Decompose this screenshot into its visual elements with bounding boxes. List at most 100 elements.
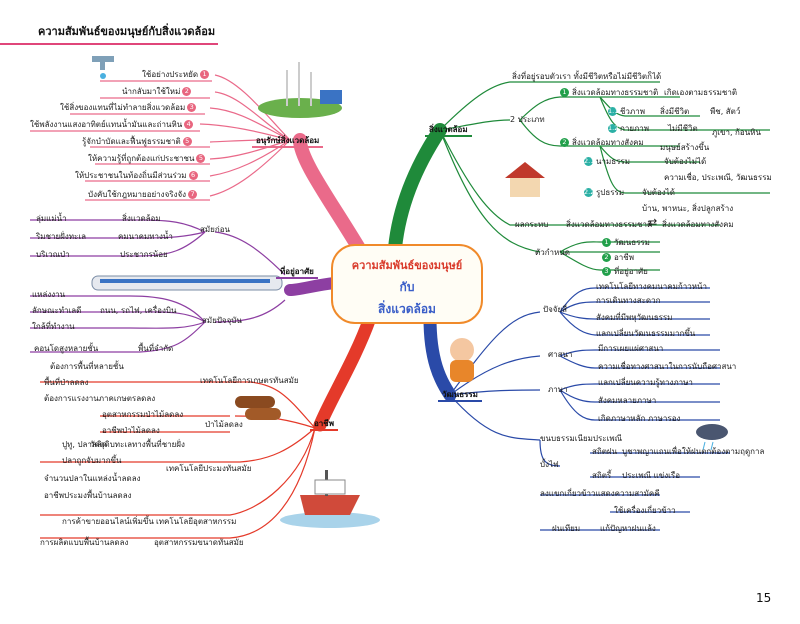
- housing-past-head-1: ลุ่มแม่น้ำ: [36, 214, 67, 223]
- occ-fish-sub: ปูทู, ปลาสลิด: [62, 440, 107, 449]
- housing-past-item-2: คมนาคมทางน้ำ: [118, 232, 173, 241]
- cult-harvest-label: ลงแขกเกี่ยวข้าวแสดงความสามัคคี: [540, 489, 660, 498]
- occ-fish-item-1: วัตถุดิบทะเลทางพื้นที่ชายฝั่ง: [90, 440, 185, 449]
- conservation-item-5: รู้จักบำบัดและฟื้นฟูธรรมชาติ5: [82, 137, 192, 147]
- env-impact-to: สิ่งแวดล้อมทางสังคม: [662, 220, 734, 229]
- cult-harvest-desc: ใช้เครื่องเกี่ยวข้าว: [614, 506, 676, 515]
- housing-present-item-2: ใกล้ที่ทำงาน: [32, 322, 75, 331]
- env-soc-sub2-ex: บ้าน, พาหนะ, สิ่งปลูกสร้าง: [642, 204, 734, 213]
- branch-environment: สิ่งแวดล้อม: [425, 124, 472, 137]
- occ-fish-item-4: อาชีพประมงพื้นบ้านลดลง: [44, 491, 132, 500]
- occ-agri-item-1: ต้องการพื้นที่หลายชั้น: [50, 362, 124, 371]
- housing-present-more-label: พื้นที่จำกัด: [138, 344, 174, 353]
- occ-agri-item-3: ต้องการแรงงานภาคเกษตรลดลง: [44, 394, 156, 403]
- housing-past-item-3: ประชากรน้อย: [120, 250, 168, 259]
- occ-fish-item-3: จำนวนปลาในแหล่งน้ำลดลง: [44, 474, 141, 483]
- occ-fish-label: เทคโนโลยีประมงทันสมัย: [166, 464, 252, 473]
- branch-housing: ที่อยู่อาศัย: [276, 266, 318, 279]
- page-number: 15: [756, 591, 772, 605]
- occ-fish-item-2: ปลาถูกจับมากขึ้น: [62, 456, 122, 465]
- wind-solar-illustration: [258, 62, 342, 118]
- env-impact-label: ผลกระทบ: [515, 220, 549, 229]
- occ-ind-more: อุตสาหกรรมขนาดทันสมัย: [154, 538, 244, 547]
- env-types-label: 2 ประเภท: [510, 115, 545, 124]
- cult-dress-item-3: สังคมที่มีพหุวัฒนธรรม: [596, 313, 673, 322]
- env-nat-sub1-desc: สิ่งมีชีวิต: [660, 107, 690, 116]
- env-definition: สิ่งที่อยู่รอบตัวเรา ทั้งมีชีวิตหรือไม่ม…: [512, 72, 662, 81]
- storm-cloud-illustration: [696, 424, 728, 451]
- housing-present-more: คอนโดสูงหลายชั้น: [34, 344, 99, 353]
- env-soc-sub1-ex: ความเชื่อ, ประเพณี, วัฒนธรรม: [664, 173, 772, 182]
- housing-past-label: สมัยก่อน: [200, 225, 230, 234]
- branch-culture: วัฒนธรรม: [438, 389, 482, 402]
- cult-lang-item-2: สังคมหลายภาษา: [598, 396, 657, 405]
- train-illustration: [91, 275, 283, 291]
- occ-agri-label: เทคโนโลยีการเกษตรทันสมัย: [200, 376, 299, 385]
- cult-ceremony-label: บั้งไฟ: [540, 460, 559, 469]
- conservation-item-2: นำกลับมาใช้ใหม่2: [122, 87, 192, 97]
- cult-tradition-label: ขนบธรรมเนียมประเพณี: [540, 434, 623, 443]
- housing-present-mid: ถนน, รถไฟ, เครื่องบิน: [100, 306, 177, 315]
- env-nat-sub2-ex: ภูเขา, ก้อนหิน: [712, 128, 761, 137]
- cult-lang-label: ภาษา: [548, 385, 568, 394]
- cult-custom-desc: แก้ปัญหาฝนแล้ง: [600, 524, 656, 533]
- cult-custom-label: ฝนเทียม: [552, 524, 581, 533]
- env-soc-sub2-desc: จับต้องได้: [642, 188, 675, 197]
- fishing-boat-illustration: [280, 470, 380, 528]
- occ-forest-item-2: อาชีพป่าไม้ลดลง: [102, 426, 160, 435]
- housing-past-head-3: บริเวณป่า: [36, 250, 70, 259]
- central-topic-line3: สิ่งแวดล้อม: [378, 302, 436, 316]
- env-social-desc: มนุษย์สร้างขึ้น: [660, 143, 710, 152]
- cult-lang-item-1: แลกเปลี่ยนความรู้ทางภาษา: [598, 378, 693, 387]
- cult-dress-item-2: การเดินทางสะดวก: [596, 296, 661, 305]
- env-nat-sub1-ex: พืช, สัตว์: [710, 107, 741, 116]
- housing-present-head: แหล่งงาน: [32, 290, 66, 299]
- faucet-illustration: [92, 56, 114, 79]
- logs-illustration: [235, 396, 281, 420]
- central-topic-line1: ความสัมพันธ์ของมนุษย์: [351, 259, 463, 272]
- housing-present-label: สมัยปัจจุบัน: [202, 316, 242, 325]
- branch-conservation: อนุรักษ์สิ่งแวดล้อม: [252, 135, 324, 148]
- cult-lamp-desc: ประเพณี แข่งเรือ: [622, 471, 681, 480]
- occ-forest-label: ป่าไม้ลดลง: [205, 420, 243, 429]
- occ-ind-label: เทคโนโลยีอุตสาหกรรม: [156, 517, 237, 526]
- branch-occupation: อาชีพ: [310, 418, 338, 431]
- house-illustration: [505, 162, 545, 197]
- cult-religion-item-1: มีการเผยแผ่ศาสนา: [598, 344, 664, 353]
- occ-ind-item-2: การผลิตแบบพื้นบ้านลดลง: [40, 538, 129, 547]
- cult-religion-label: ศาสนา: [548, 350, 573, 359]
- cult-rain-label: สถิตฝน: [592, 447, 618, 456]
- central-topic: ความสัมพันธ์ของมนุษย์ กับ สิ่งแวดล้อม: [331, 244, 483, 324]
- occ-forest-item-1: อุตสาหกรรมป่าไม้ลดลง: [102, 410, 184, 419]
- cult-dress-label: ปัจจัยสี่: [543, 305, 568, 314]
- title-underline: [0, 43, 218, 45]
- occ-agri-item-2: พื้นที่ป่าลดลง: [44, 378, 89, 387]
- env-impact-from: สิ่งแวดล้อมทางธรรมชาติ: [566, 220, 653, 229]
- monk-illustration: [450, 338, 474, 382]
- env-factors-label: ตัวกำหนด: [535, 248, 570, 257]
- cult-lamp-label: สถิตรี้: [592, 471, 612, 480]
- env-natural-desc: เกิดเองตามธรรมชาติ: [664, 88, 738, 97]
- page-title: ความสัมพันธ์ของมนุษย์กับสิ่งแวดล้อม: [38, 25, 216, 38]
- bidirectional-arrow-icon: ⇄: [648, 216, 658, 229]
- occ-ind-item-1: การค้าขายออนไลน์เพิ่มขึ้น: [62, 517, 154, 526]
- cult-religion-item-2: ความเชื่อทางศาสนาในการนับถือศาสนา: [598, 362, 737, 371]
- cult-rain-desc: บูชาพญาแถนเพื่อให้ฝนตกต้องตามฤดูกาล: [622, 447, 765, 456]
- env-soc-sub1-desc: จับต้องไม่ได้: [664, 157, 707, 166]
- housing-past-item-1: สิ่งแวดล้อม: [122, 214, 161, 223]
